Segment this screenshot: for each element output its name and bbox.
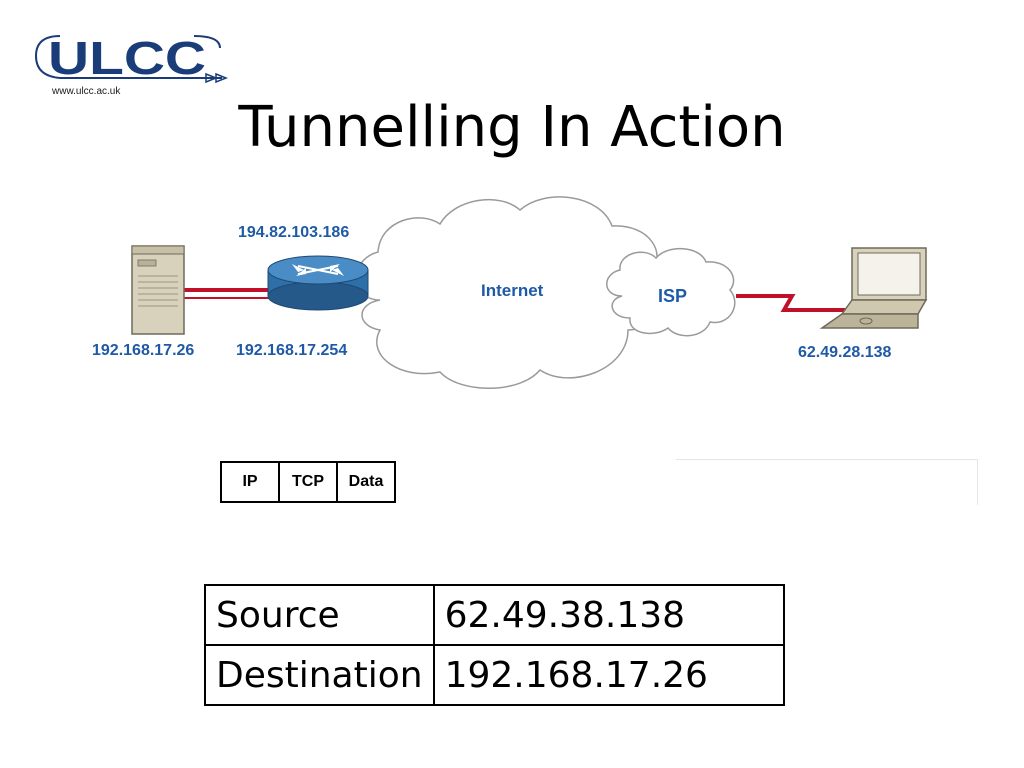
- router-private-ip: 192.168.17.254: [236, 342, 348, 359]
- isp-cloud: [606, 247, 736, 337]
- internet-label: Internet: [481, 281, 544, 300]
- destination-value: 192.168.17.26: [432, 644, 785, 706]
- table-row: Source 62.49.38.138: [204, 584, 785, 646]
- logo-url: www.ulcc.ac.uk: [52, 86, 121, 97]
- server-icon: [131, 245, 185, 335]
- isp-laptop-link: [736, 294, 846, 312]
- laptop-ip: 62.49.28.138: [798, 344, 892, 361]
- source-value: 62.49.38.138: [432, 584, 785, 646]
- isp-label: ISP: [658, 286, 688, 306]
- packet-header: IP TCP Data: [220, 461, 396, 503]
- page-title: Tunnelling In Action: [238, 95, 786, 160]
- address-table: Source 62.49.38.138 Destination 192.168.…: [204, 584, 785, 706]
- packet-field-ip: IP: [220, 461, 280, 503]
- laptop-icon: [819, 247, 928, 329]
- faded-rule: [676, 459, 978, 460]
- destination-key: Destination: [204, 644, 435, 706]
- server-ip: 192.168.17.26: [92, 342, 195, 359]
- router-public-ip: 194.82.103.186: [238, 224, 350, 241]
- ulcc-logo: ULCC: [34, 32, 234, 102]
- packet-field-data: Data: [336, 461, 396, 503]
- table-row: Destination 192.168.17.26: [204, 644, 785, 706]
- faded-rule-vertical: [977, 459, 978, 505]
- network-diagram: 194.82.103.186 192.168.17.26 192.168.17.…: [0, 180, 1024, 420]
- logo-text: ULCC: [48, 32, 206, 84]
- packet-field-tcp: TCP: [278, 461, 338, 503]
- source-key: Source: [204, 584, 435, 646]
- router-icon: [267, 255, 369, 311]
